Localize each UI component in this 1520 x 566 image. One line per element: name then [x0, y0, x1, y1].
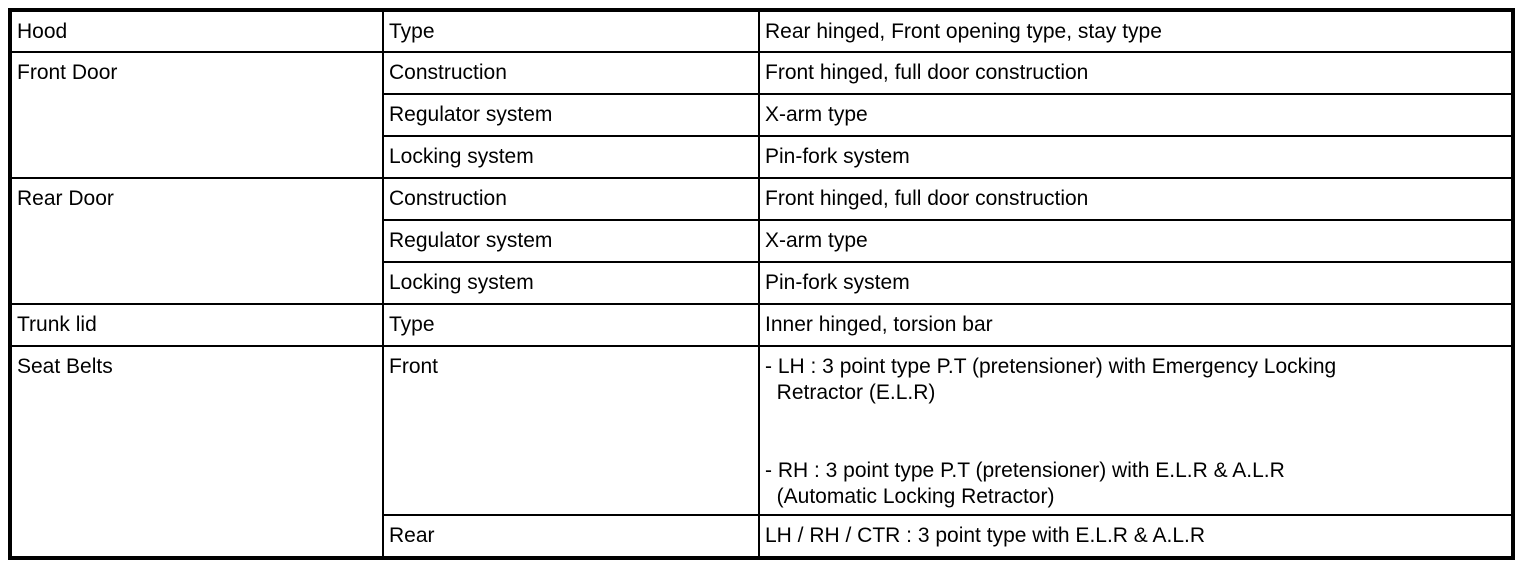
value-cell: LH / RH / CTR : 3 point type with E.L.R …	[758, 514, 1514, 559]
spec-row-front-door-construction: Front Door Construction Front hinged, fu…	[9, 51, 1514, 179]
attribute-cell: Construction	[382, 177, 760, 221]
component-cell: Hood	[9, 9, 384, 53]
spec-row-rear-door-locking: Locking system Pin-fork system	[10, 261, 1514, 305]
component-cell: Seat Belts	[9, 345, 384, 559]
value-cell: Pin-fork system	[758, 261, 1514, 305]
value-cell: - LH : 3 point type P.T (pretensioner) w…	[758, 345, 1514, 516]
spec-row-front-door-locking: Locking system Pin-fork system	[10, 135, 1514, 179]
spec-row-front-door-regulator: Regulator system X-arm type	[10, 93, 1514, 137]
value-cell: Rear hinged, Front opening type, stay ty…	[758, 9, 1514, 53]
spec-row-seat-belts-front: Seat Belts Front - LH : 3 point type P.T…	[9, 345, 1514, 559]
value-cell: X-arm type	[758, 93, 1514, 137]
spec-row-trunk-lid: Trunk lid Type Inner hinged, torsion bar	[9, 303, 1514, 347]
value-cell: X-arm type	[758, 219, 1514, 263]
value-cell: Pin-fork system	[758, 135, 1514, 179]
attribute-cell: Construction	[382, 51, 760, 95]
attribute-cell: Regulator system	[382, 93, 760, 137]
spec-table-container: Hood Type Rear hinged, Front opening typ…	[8, 8, 1515, 560]
spec-row-hood: Hood Type Rear hinged, Front opening typ…	[9, 9, 1514, 53]
attribute-cell: Type	[382, 303, 760, 347]
spec-row-rear-door-regulator: Regulator system X-arm type	[10, 219, 1514, 263]
attribute-cell: Front	[382, 345, 760, 516]
attribute-cell: Locking system	[382, 135, 760, 179]
attribute-cell: Rear	[382, 514, 760, 559]
spec-row-seat-belts-rear: Rear LH / RH / CTR : 3 point type with E…	[10, 514, 1514, 559]
spec-row-rear-door-construction: Rear Door Construction Front hinged, ful…	[9, 177, 1514, 305]
attribute-cell: Regulator system	[382, 219, 760, 263]
component-cell: Trunk lid	[9, 303, 384, 347]
value-cell: Inner hinged, torsion bar	[758, 303, 1514, 347]
component-cell: Rear Door	[9, 177, 384, 305]
value-cell: Front hinged, full door construction	[758, 177, 1514, 221]
spec-table: Hood Type Rear hinged, Front opening typ…	[8, 8, 1515, 560]
value-cell: Front hinged, full door construction	[758, 51, 1514, 95]
attribute-cell: Type	[382, 9, 760, 53]
attribute-cell: Locking system	[382, 261, 760, 305]
component-cell: Front Door	[9, 51, 384, 179]
